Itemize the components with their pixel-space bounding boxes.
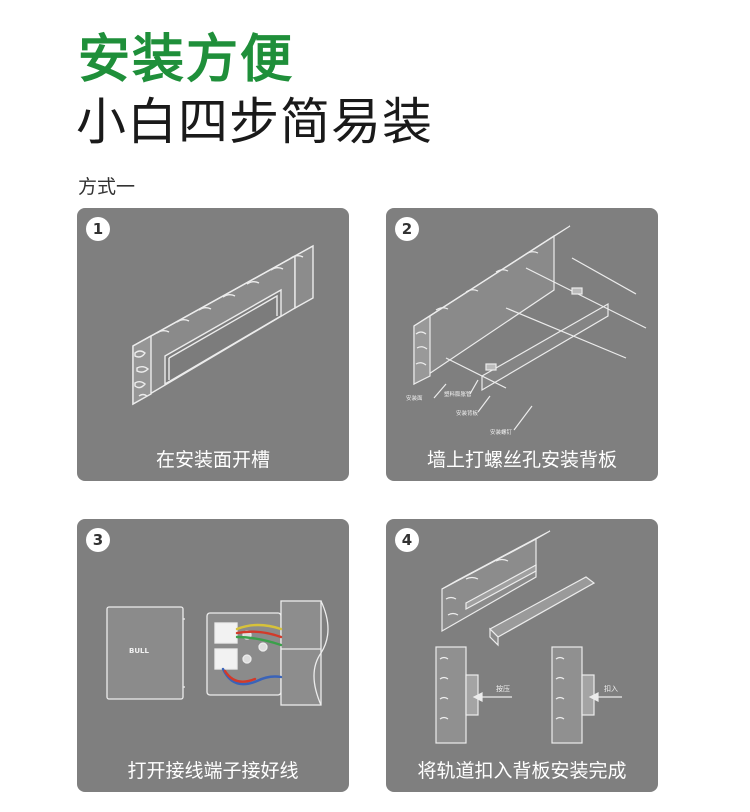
wiring-terminal-illustration: BULL xyxy=(106,600,329,706)
step-caption: 在安装面开槽 xyxy=(155,449,270,471)
label-snap: 扣入 xyxy=(604,684,618,693)
wall-groove-illustration xyxy=(132,244,314,406)
step-card-3: BULL 3 打开接线端子接好线 xyxy=(77,519,349,792)
brand-logo: BULL xyxy=(129,647,149,655)
page-title: 安装方便 xyxy=(78,30,295,90)
snap-in-track-illustration: 按压 扣入 xyxy=(435,530,622,744)
backplate-mounting-illustration: 安装面 塑料膨胀管 安装背板 安装螺钉 xyxy=(406,225,647,436)
label-press: 按压 xyxy=(496,684,510,693)
page-subtitle: 小白四步简易装 xyxy=(76,93,433,151)
label-anchor: 塑料膨胀管 xyxy=(444,390,472,398)
label-backplate: 安装背板 xyxy=(456,409,479,417)
step-card-2: 安装面 塑料膨胀管 安装背板 安装螺钉 2 墙上打螺丝孔安装背板 xyxy=(386,208,658,481)
label-surface: 安装面 xyxy=(406,394,423,402)
step-caption: 打开接线端子接好线 xyxy=(127,760,299,782)
step-card-4: 按压 扣入 4 将轨道扣入背板安装完成 xyxy=(386,519,658,792)
step-card-1: 1 在安装面开槽 xyxy=(77,208,349,481)
step-caption: 将轨道扣入背板安装完成 xyxy=(417,760,627,782)
step-number-badge: 2 xyxy=(395,217,419,241)
step-number-badge: 4 xyxy=(395,528,419,552)
method-label: 方式一 xyxy=(78,176,136,198)
label-screw: 安装螺钉 xyxy=(490,428,513,436)
step-number-badge: 3 xyxy=(86,528,110,552)
step-caption: 墙上打螺丝孔安装背板 xyxy=(426,449,617,471)
step-number-badge: 1 xyxy=(86,217,110,241)
